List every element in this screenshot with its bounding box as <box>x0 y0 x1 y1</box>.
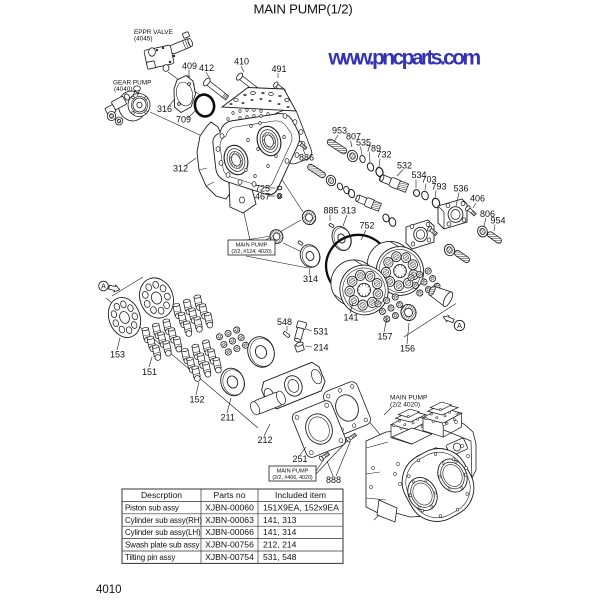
svg-text:709: 709 <box>176 115 191 125</box>
svg-text:793: 793 <box>432 182 447 192</box>
svg-text:Included item: Included item <box>275 490 326 500</box>
svg-text:Cylinder sub assy(RH): Cylinder sub assy(RH) <box>125 516 202 525</box>
svg-text:152: 152 <box>190 395 205 405</box>
svg-text:532: 532 <box>397 161 412 171</box>
svg-text:467: 467 <box>255 192 270 202</box>
svg-text:XJBN-00063: XJBN-00063 <box>205 515 254 525</box>
svg-text:Parts no: Parts no <box>213 490 245 500</box>
svg-text:885: 885 <box>324 206 339 216</box>
svg-text:MAIN PUMP: MAIN PUMP <box>236 243 268 249</box>
svg-text:MAIN PUMP: MAIN PUMP <box>277 469 309 475</box>
svg-text:(2/2, #124, 4020): (2/2, #124, 4020) <box>231 249 272 255</box>
svg-text:(2/2, #406, 4020): (2/2, #406, 4020) <box>272 475 313 481</box>
svg-text:312: 312 <box>173 164 188 174</box>
svg-text:752: 752 <box>360 221 375 231</box>
svg-text:886: 886 <box>299 153 314 163</box>
svg-text:4010: 4010 <box>96 584 122 596</box>
svg-text:531: 531 <box>314 327 329 337</box>
svg-text:XJBN-00066: XJBN-00066 <box>205 527 254 537</box>
svg-text:409: 409 <box>182 61 197 71</box>
svg-text:XJBN-00756: XJBN-00756 <box>205 540 254 550</box>
svg-text:703: 703 <box>422 175 437 185</box>
svg-text:491: 491 <box>272 64 287 74</box>
svg-text:314: 314 <box>303 274 318 284</box>
svg-text:141, 313: 141, 313 <box>263 515 297 525</box>
svg-text:Cylinder sub assy(LH): Cylinder sub assy(LH) <box>125 528 201 537</box>
svg-text:548: 548 <box>277 317 292 327</box>
svg-text:888: 888 <box>326 475 341 485</box>
svg-text:(4045): (4045) <box>134 36 152 43</box>
svg-text:725: 725 <box>255 184 270 194</box>
svg-text:(4040): (4040) <box>114 86 132 93</box>
svg-text:531, 548: 531, 548 <box>263 552 297 562</box>
svg-text:EPPR VALVE: EPPR VALVE <box>134 29 173 36</box>
svg-text:GEAR PUMP: GEAR PUMP <box>113 80 151 87</box>
svg-text:(2/2 4020): (2/2 4020) <box>390 402 420 409</box>
svg-text:251: 251 <box>293 454 308 464</box>
svg-text:A: A <box>101 282 106 291</box>
svg-text:141, 314: 141, 314 <box>263 527 297 537</box>
svg-text:XJBN-00060: XJBN-00060 <box>205 502 254 512</box>
svg-text:156: 156 <box>400 344 415 354</box>
svg-text:732: 732 <box>377 150 392 160</box>
svg-text:MAIN PUMP: MAIN PUMP <box>390 395 428 402</box>
svg-text:A: A <box>457 321 462 330</box>
svg-text:212, 214: 212, 214 <box>263 540 297 550</box>
svg-text:807: 807 <box>346 132 361 142</box>
svg-text:151X9EA, 152x9EA: 151X9EA, 152x9EA <box>263 502 339 512</box>
svg-text:MAIN PUMP(1/2): MAIN PUMP(1/2) <box>253 2 352 17</box>
svg-text:313: 313 <box>341 206 356 216</box>
svg-text:Swash plate sub assy: Swash plate sub assy <box>125 541 200 550</box>
svg-text:211: 211 <box>221 413 235 423</box>
svg-text:XJBN-00754: XJBN-00754 <box>205 552 254 562</box>
svg-text:Tilting pin assy: Tilting pin assy <box>125 553 175 562</box>
svg-text:157: 157 <box>378 332 393 342</box>
svg-text:Descrption: Descrption <box>141 490 182 500</box>
svg-text:535: 535 <box>356 138 371 148</box>
svg-text:536: 536 <box>454 184 469 194</box>
svg-text:316: 316 <box>157 104 172 114</box>
svg-text:410: 410 <box>234 57 249 67</box>
svg-text:406: 406 <box>470 194 485 204</box>
svg-text:214: 214 <box>314 343 329 353</box>
svg-text:789: 789 <box>366 144 381 154</box>
svg-text:212: 212 <box>258 435 273 445</box>
svg-text:141: 141 <box>344 313 359 323</box>
svg-text:Piston sub assy: Piston sub assy <box>125 503 179 512</box>
svg-text:954: 954 <box>491 216 506 226</box>
svg-text:953: 953 <box>332 126 347 136</box>
svg-text:412: 412 <box>199 63 214 73</box>
svg-text:www.pncparts.com: www.pncparts.com <box>327 47 480 70</box>
svg-text:534: 534 <box>412 170 427 180</box>
svg-text:806: 806 <box>480 209 495 219</box>
svg-text:153: 153 <box>110 350 125 360</box>
svg-text:151: 151 <box>142 367 157 377</box>
